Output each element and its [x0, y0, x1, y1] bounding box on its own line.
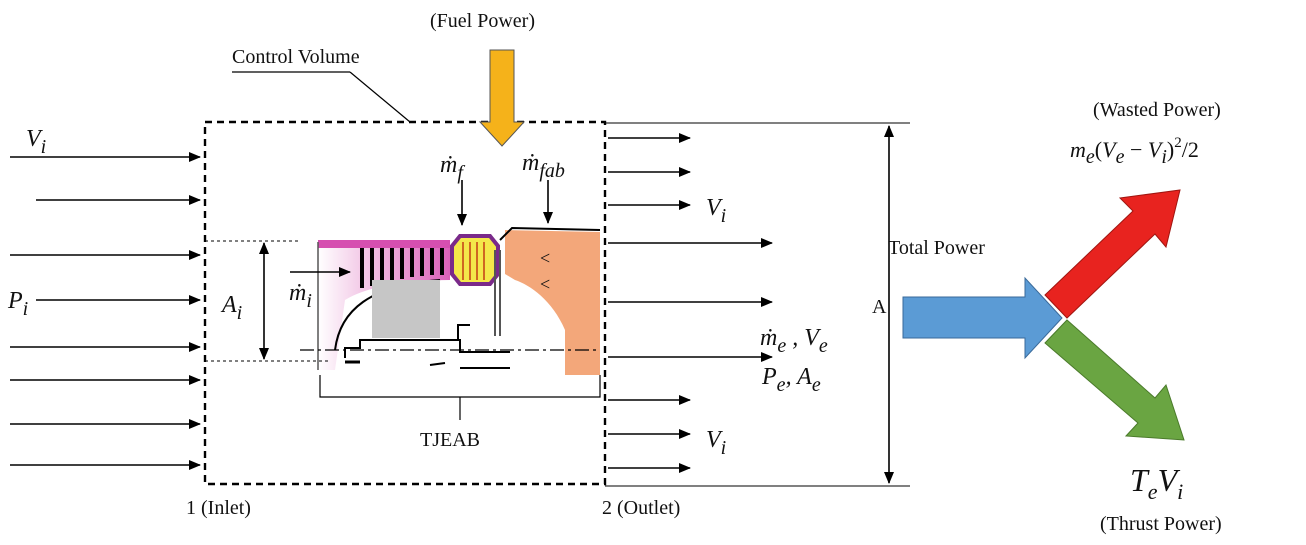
engine-detail: [429, 362, 446, 366]
outlet-flow-arrows: [608, 133, 773, 473]
tjeab-label: TJEAB: [420, 429, 480, 451]
area-label: A: [872, 296, 887, 318]
engine-core: [372, 280, 440, 338]
combustor-lines: [462, 242, 485, 280]
exit-mass-velocity-label: ṁe , Ve: [760, 325, 828, 357]
compressor-blades: [360, 248, 444, 288]
afterburner-fuel-mass-flow-label: ṁfab: [522, 150, 565, 182]
flame-holder-marks: <: [540, 248, 550, 268]
inlet-flow-arrows: [10, 152, 201, 470]
fuel-power-label: (Fuel Power): [430, 10, 535, 32]
inlet-velocity-label: Vi: [26, 126, 46, 158]
outlet-velocity-label-bottom: Vi: [706, 427, 726, 459]
afterburner-section: [505, 230, 600, 375]
compressor-casing: [318, 240, 450, 248]
wasted-power-formula: me(Ve − Vi)2/2: [1070, 135, 1199, 168]
engine-shaft: [344, 339, 510, 358]
thrust-power-formula: TeVi: [1130, 462, 1183, 504]
exit-pressure-area-label: Pe, Ae: [761, 364, 821, 396]
wasted-power-label: (Wasted Power): [1093, 99, 1221, 121]
control-volume-box: [203, 120, 607, 486]
inlet-pressure-label: Pi: [7, 288, 28, 320]
outlet-station-label: 2 (Outlet): [602, 497, 680, 519]
inlet-mass-flow-label: ṁi: [289, 280, 312, 312]
thrust-power-label: (Thrust Power): [1100, 513, 1222, 535]
control-volume-label: Control Volume: [232, 46, 360, 68]
combustor: [450, 234, 500, 286]
inlet-area-label: Ai: [220, 292, 242, 324]
total-power-arrow: [902, 276, 1063, 360]
flame-holder-marks: <: [540, 274, 550, 294]
fuel-mass-flow-label: ṁf: [440, 152, 465, 184]
control-volume-leader: [349, 71, 411, 123]
inlet-station-label: 1 (Inlet): [186, 497, 251, 519]
wasted-power-arrow: [1044, 189, 1181, 319]
fuel-power-arrow: [478, 49, 526, 147]
tjeab-bracket: [319, 375, 601, 398]
outlet-velocity-label-top: Vi: [706, 195, 726, 227]
compressor-section: [318, 240, 450, 370]
thrust-power-arrow: [1044, 319, 1185, 441]
turbojet-engine: < <: [300, 226, 601, 375]
total-power-label: Total Power: [888, 237, 985, 259]
afterburner-casing: [499, 226, 601, 241]
